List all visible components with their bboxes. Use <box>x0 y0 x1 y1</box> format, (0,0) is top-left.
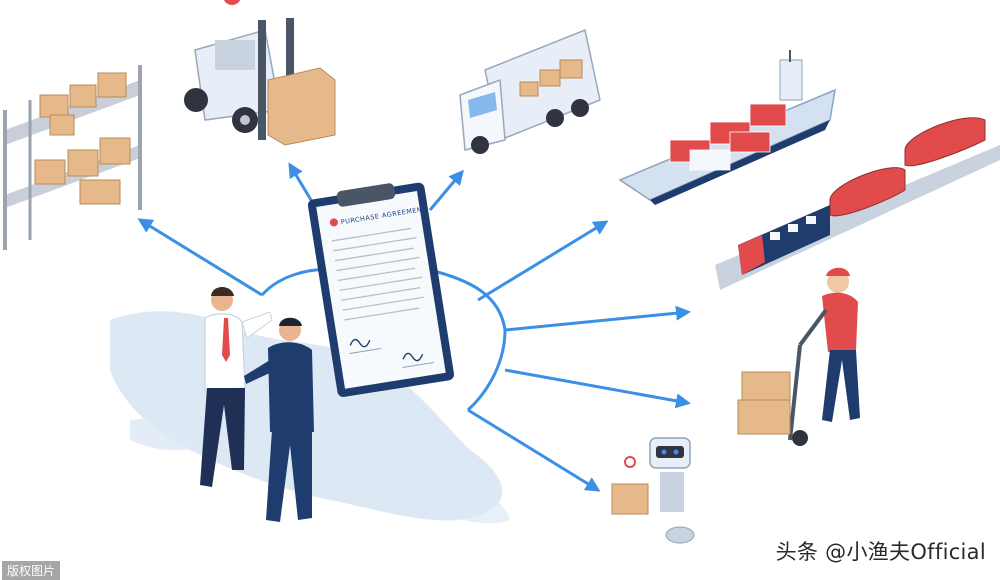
delivery-truck-icon <box>459 28 601 154</box>
delivery-worker-icon <box>737 267 860 446</box>
businessmen-handshake-icon <box>200 287 314 522</box>
copyright-corner-mark: 版权图片 <box>2 561 61 580</box>
purchase-agreement-document: PURCHASE AGREEMENT <box>307 182 455 397</box>
train-icon <box>715 117 1000 290</box>
forklift-icon <box>184 0 336 146</box>
container-ship-icon <box>618 50 836 205</box>
watermark-text: 头条 @小渔夫Official <box>775 540 986 564</box>
warehouse-shelves-icon <box>3 65 142 250</box>
robot-icon <box>611 437 695 544</box>
